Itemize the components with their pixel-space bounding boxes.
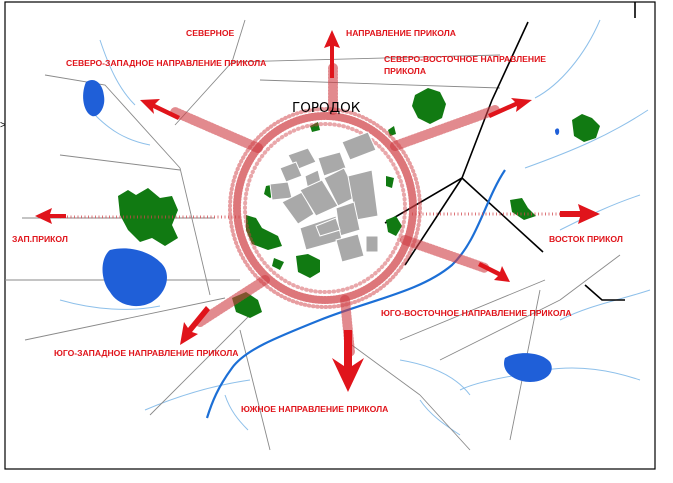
roads	[384, 2, 636, 301]
pond-east	[555, 128, 560, 135]
lake-west	[102, 248, 167, 307]
lake-northwest	[83, 79, 105, 117]
arrow-south	[332, 330, 364, 392]
arrow-southeast	[478, 262, 510, 282]
arrow-north	[324, 30, 340, 78]
label-north: НАПРАВЛЕНИЕ ПРИКОЛА	[346, 28, 456, 38]
creeks	[59, 19, 651, 436]
river	[205, 169, 506, 419]
arrow-west	[35, 208, 66, 224]
arrow-northwest	[140, 99, 180, 120]
label-south: ЮЖНОЕ НАПРАВЛЕНИЕ ПРИКОЛА	[241, 404, 388, 414]
arrow-east	[560, 204, 600, 224]
arrow-northeast	[488, 98, 532, 118]
town-label: ГОРОДОК	[292, 100, 361, 116]
arrow-southwest	[180, 306, 210, 345]
corridors	[60, 212, 575, 219]
lake-southeast	[504, 353, 552, 382]
town-outskirts	[170, 63, 500, 357]
direction-arrows	[35, 30, 600, 392]
label-northeast-line1: СЕВЕРО-ВОСТОЧНОЕ НАПРАВЛЕНИЕ	[384, 54, 546, 64]
label-north-title: СЕВЕРНОЕ	[186, 28, 234, 38]
label-northwest: СЕВЕРО-ЗАПАДНОЕ НАПРАВЛЕНИЕ ПРИКОЛА	[66, 58, 266, 68]
label-west: ЗАП.ПРИКОЛ	[12, 234, 68, 244]
label-east: ВОСТОК ПРИКОЛ	[549, 234, 623, 244]
city-blocks	[269, 131, 379, 263]
label-southwest: ЮГО-ЗАПАДНОЕ НАПРАВЛЕНИЕ ПРИКОЛА	[54, 348, 238, 358]
label-northeast-line2: ПРИКОЛА	[384, 66, 426, 76]
edge-mark: >	[0, 120, 6, 131]
label-southeast: ЮГО-ВОСТОЧНОЕ НАПРАВЛЕНИЕ ПРИКОЛА	[381, 308, 572, 318]
